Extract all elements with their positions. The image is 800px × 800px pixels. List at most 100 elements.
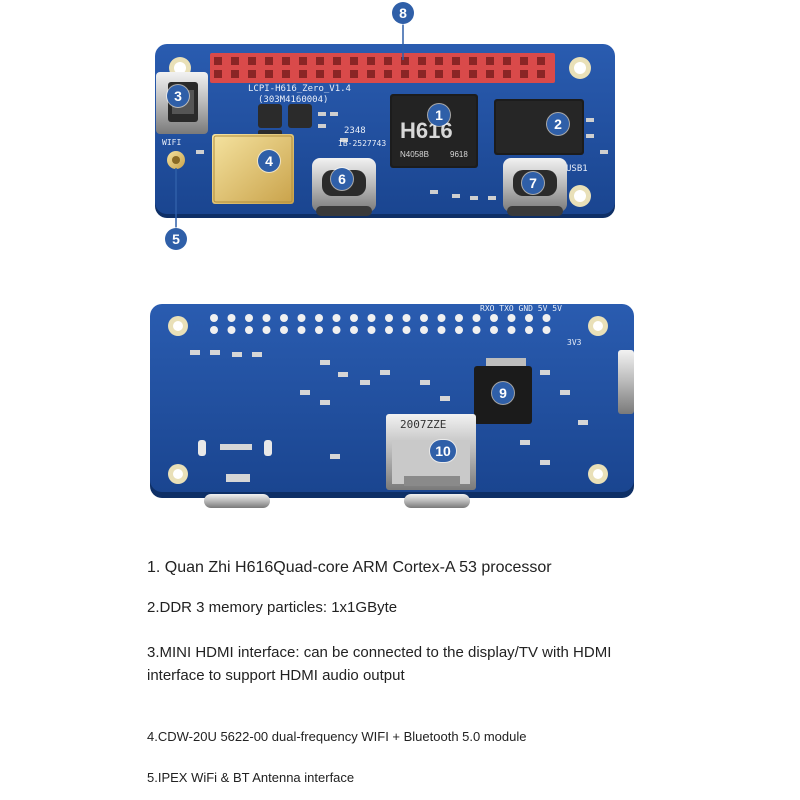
gpio-hole <box>385 326 393 334</box>
gpio-pin <box>265 57 273 65</box>
gpio-pin <box>299 57 307 65</box>
soc-sub-marking-2: 9618 <box>450 150 468 159</box>
gpio-header <box>210 53 555 83</box>
board-serial-label: (303M4160004) <box>258 95 329 105</box>
product-photo: LCPI-H616_Zero_V1.4 (303M4160004) 2348 I… <box>150 2 634 508</box>
gpio-pin <box>265 70 273 78</box>
gpio-hole <box>525 314 533 322</box>
gpio-pin <box>214 70 222 78</box>
gpio-hole <box>297 326 306 334</box>
usb-c-underside-right <box>404 494 470 508</box>
wifi-bt-module <box>212 134 294 204</box>
gpio-pin <box>537 70 545 78</box>
gpio-pin <box>401 57 409 65</box>
marker-4: 4 <box>258 150 280 172</box>
gpio-pin <box>537 57 545 65</box>
gpio-pin <box>435 57 443 65</box>
gpio-hole <box>507 326 516 334</box>
marker-1: 1 <box>428 104 450 126</box>
gpio-hole <box>245 326 253 334</box>
description-3b: interface to support HDMI audio output <box>147 667 405 684</box>
gpio-through-holes <box>210 314 551 334</box>
usb1-label: USB1 <box>566 164 588 174</box>
gpio-hole <box>402 314 411 322</box>
gpio-hole <box>455 326 463 334</box>
gpio-pin <box>435 70 443 78</box>
gpio-pin <box>333 57 341 65</box>
gpio-pin <box>486 70 494 78</box>
gpio-pin <box>231 70 239 78</box>
uart-header-label: RXO TXO GND 5V 5V <box>480 304 562 313</box>
gpio-hole <box>525 326 533 334</box>
gpio-pin <box>367 57 375 65</box>
gpio-hole <box>210 326 218 334</box>
gpio-hole <box>402 326 411 334</box>
board-lot-label: IB-2527743 <box>338 139 387 148</box>
top-board <box>155 44 615 218</box>
usb-c-underside-left <box>204 494 270 508</box>
board-date-code: 2348 <box>344 126 366 136</box>
bottom-smd-components <box>190 350 588 482</box>
gpio-hole <box>280 314 288 322</box>
ipex-antenna-connector <box>167 151 185 169</box>
gpio-hole <box>367 326 376 334</box>
pin-3v3-label: 3V3 <box>567 338 582 347</box>
gpio-pin <box>367 70 375 78</box>
gpio-pin <box>384 57 392 65</box>
gpio-hole <box>420 314 428 322</box>
gpio-pin <box>282 70 290 78</box>
gpio-pin <box>452 57 460 65</box>
gpio-hole <box>332 326 341 334</box>
gpio-pin <box>316 57 324 65</box>
gpio-hole <box>542 314 551 322</box>
gpio-hole <box>315 326 323 334</box>
description-5: 5.IPEX WiFi & BT Antenna interface <box>147 770 355 785</box>
gpio-hole <box>420 326 428 334</box>
gpio-hole <box>437 314 446 322</box>
description-3a: 3.MINI HDMI interface: can be connected … <box>147 644 612 661</box>
gpio-hole <box>262 314 271 322</box>
board-illustration <box>150 22 634 508</box>
gpio-pin <box>214 57 222 65</box>
gpio-pin <box>469 57 477 65</box>
marker-7: 7 <box>522 172 544 194</box>
gpio-pin <box>452 70 460 78</box>
gpio-hole <box>262 326 271 334</box>
gpio-hole <box>227 326 236 334</box>
gpio-pin <box>503 70 511 78</box>
gpio-hole <box>280 326 288 334</box>
gpio-pin <box>503 57 511 65</box>
gpio-pin <box>418 57 426 65</box>
gpio-pin <box>401 70 409 78</box>
smd-components <box>196 112 608 200</box>
sd-slot-marking: 2007ZZE <box>400 418 447 431</box>
marker-3: 3 <box>167 85 189 107</box>
gpio-hole <box>245 314 253 322</box>
gpio-hole <box>210 314 218 322</box>
gpio-pin <box>520 57 528 65</box>
description-1: 1. Quan Zhi H616Quad-core ARM Cortex-A 5… <box>147 559 552 576</box>
gpio-hole <box>490 326 498 334</box>
gpio-pin <box>384 70 392 78</box>
ddr3-memory-chip <box>494 99 584 155</box>
gpio-hole <box>542 326 551 334</box>
gpio-pin <box>248 57 256 65</box>
gpio-hole <box>350 326 358 334</box>
bottom-board <box>150 304 634 508</box>
gpio-hole <box>227 314 236 322</box>
gpio-hole <box>490 314 498 322</box>
soc-sub-marking: N4058B <box>400 150 429 159</box>
gpio-hole <box>315 314 323 322</box>
marker-9: 9 <box>492 382 514 404</box>
gpio-hole <box>455 314 463 322</box>
gpio-hole <box>350 314 358 322</box>
gpio-pin <box>333 70 341 78</box>
marker-6: 6 <box>331 168 353 190</box>
marker-5: 5 <box>165 228 187 250</box>
gpio-hole <box>297 314 306 322</box>
gpio-pin <box>282 57 290 65</box>
description-4: 4.CDW-20U 5622-00 dual-frequency WIFI + … <box>147 729 527 744</box>
gpio-pin <box>350 57 358 65</box>
gpio-hole <box>367 314 376 322</box>
gpio-pin <box>418 70 426 78</box>
